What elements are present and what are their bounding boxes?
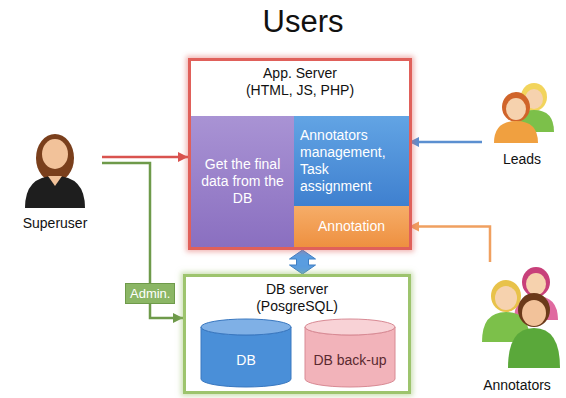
user-figure: Annotators [470,262,564,394]
leads-figure [492,80,558,144]
cylinder-top [201,319,291,335]
user-label: Annotators [483,377,551,394]
box-label: Annotation [318,218,385,235]
user-label: Leads [503,151,541,168]
face [522,300,546,326]
user-figure: Superuser [8,128,102,232]
server-frame: DB server (PosgreSQL) DB DB back-up [183,274,411,394]
diagram-title: Users [200,4,406,40]
hair [518,293,550,327]
cylinder-body [201,327,291,387]
arrow-head [173,313,183,323]
process-box: Annotation [294,206,409,247]
connector-line [102,156,188,159]
user-figure: Leads [482,78,562,168]
edge-label: Admin. [125,283,175,304]
annotators-figure [478,266,564,370]
double-arrow [290,250,316,274]
connector-line [409,141,482,144]
hair [491,280,521,312]
body [494,121,538,143]
server-label: App. Server (HTML, JS, PHP) [244,65,356,99]
database-cylinder: DB [200,318,292,388]
body [25,176,85,208]
process-box: Get the final data from the DB [191,116,294,247]
server-frame: App. Server (HTML, JS, PHP) Get the final… [188,58,412,250]
server-label: DB server (PosgreSQL) [241,281,353,315]
face [42,139,68,169]
box-label: DB [236,352,255,369]
cylinder-body [305,327,395,387]
hair [522,267,550,297]
face [506,98,526,120]
neck [48,176,62,186]
box-label: Annotators management, Task assignment [300,127,403,194]
database-cylinder: DB back-up [304,318,396,388]
face [495,286,517,310]
body [508,328,560,368]
connector-line [409,227,490,263]
process-box: Annotators management, Task assignment [294,116,409,206]
hair [502,92,530,122]
box-label: DB back-up [313,352,386,369]
user-label: Superuser [23,215,88,232]
cylinder-top [305,319,395,335]
box-label: Get the final data from the DB [197,156,288,206]
connector-line [102,163,183,318]
arrow-head [178,152,188,162]
superuser-figure [20,130,90,210]
face [526,273,546,295]
hair [36,134,74,182]
